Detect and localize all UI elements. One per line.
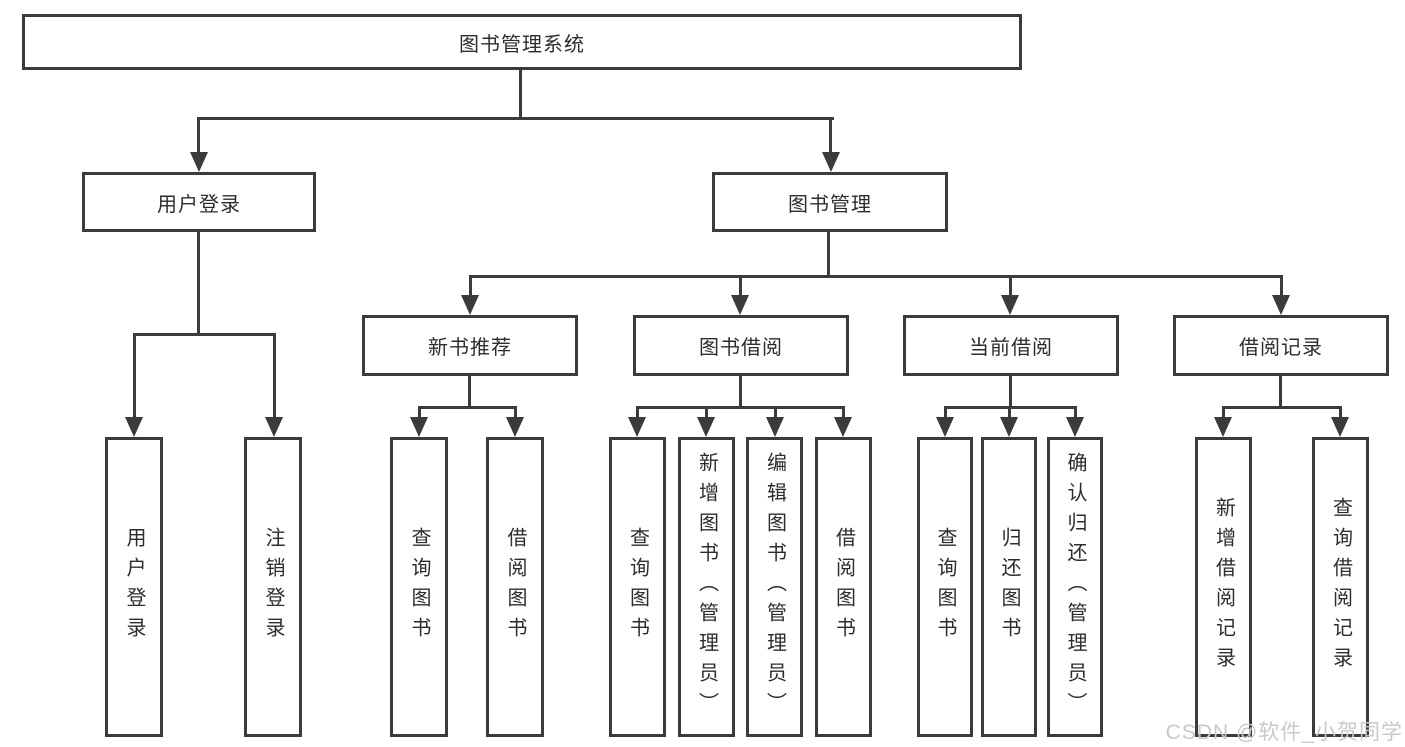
connector-vline xyxy=(1008,406,1011,419)
leaf-label: 新增借阅记录 xyxy=(1212,497,1235,677)
leaf-logout: 注销登录 xyxy=(244,437,302,737)
leaf-records-add-record: 新增借阅记录 xyxy=(1195,437,1252,737)
leaf-borrow-add-books-admin: 新增图书（管理员） xyxy=(678,437,735,737)
connector-hline xyxy=(1222,406,1342,409)
arrowhead-down-icon xyxy=(1272,295,1290,315)
leaf-label: 查询图书 xyxy=(626,527,649,647)
leaf-label: 注销登录 xyxy=(262,527,284,647)
connector-vline xyxy=(1009,376,1012,409)
leaf-user-login: 用户登录 xyxy=(105,437,163,737)
connector-vline xyxy=(842,406,845,419)
arrowhead-down-icon xyxy=(1066,417,1084,437)
leaf-label: 归还图书 xyxy=(998,527,1020,647)
leaf-label: 借阅图书 xyxy=(504,527,526,647)
node-label: 当前借阅 xyxy=(969,337,1053,359)
node-user-login: 用户登录 xyxy=(82,172,316,232)
node-label: 新书推荐 xyxy=(428,337,512,359)
node-library-system: 图书管理系统 xyxy=(22,14,1022,70)
connector-vline xyxy=(133,333,136,419)
connector-hline xyxy=(469,275,1283,278)
leaf-label: 查询借阅记录 xyxy=(1329,497,1352,677)
leaf-current-return-books: 归还图书 xyxy=(981,437,1037,737)
csdn-watermark: CSDN @软件_小贺同学 xyxy=(1165,721,1403,744)
connector-vline xyxy=(1280,275,1283,297)
leaf-label: 借阅图书 xyxy=(832,527,855,647)
connector-vline xyxy=(739,275,742,297)
node-new-book-recommend: 新书推荐 xyxy=(362,315,578,376)
node-label: 图书借阅 xyxy=(699,337,783,359)
node-label: 用户登录 xyxy=(157,193,241,216)
connector-hline xyxy=(636,406,845,409)
arrowhead-down-icon xyxy=(822,152,840,172)
arrowhead-down-icon xyxy=(731,295,749,315)
connector-vline xyxy=(418,406,421,419)
arrowhead-down-icon xyxy=(506,417,524,437)
leaf-recommend-borrow-books: 借阅图书 xyxy=(486,437,544,737)
arrowhead-down-icon xyxy=(410,417,428,437)
connector-vline xyxy=(1279,376,1282,409)
leaf-label: 确认归还（管理员） xyxy=(1064,452,1086,722)
arrowhead-down-icon xyxy=(936,417,954,437)
arrowhead-down-icon xyxy=(265,417,283,437)
connector-vline xyxy=(827,232,830,278)
leaf-recommend-query-books: 查询图书 xyxy=(390,437,448,737)
connector-vline xyxy=(705,406,708,419)
connector-vline xyxy=(1009,275,1012,297)
connector-vline xyxy=(1222,406,1225,419)
connector-vline xyxy=(519,70,522,118)
connector-hline xyxy=(197,117,834,120)
connector-vline xyxy=(636,406,639,419)
connector-vline xyxy=(514,406,517,419)
arrowhead-down-icon xyxy=(697,417,715,437)
leaf-label: 用户登录 xyxy=(123,527,145,647)
arrowhead-down-icon xyxy=(766,417,784,437)
connector-vline xyxy=(944,406,947,419)
arrowhead-down-icon xyxy=(834,417,852,437)
leaf-label: 查询图书 xyxy=(934,527,956,647)
node-book-borrow: 图书借阅 xyxy=(633,315,849,376)
leaf-borrow-edit-books-admin: 编辑图书（管理员） xyxy=(746,437,803,737)
arrowhead-down-icon xyxy=(1331,417,1349,437)
connector-vline xyxy=(197,117,200,155)
node-current-borrow: 当前借阅 xyxy=(903,315,1119,376)
arrowhead-down-icon xyxy=(190,152,208,172)
connector-vline xyxy=(469,275,472,297)
arrowhead-down-icon xyxy=(1214,417,1232,437)
node-label: 借阅记录 xyxy=(1239,337,1323,359)
connector-vline xyxy=(829,117,832,155)
leaf-borrow-query-books: 查询图书 xyxy=(609,437,666,737)
arrowhead-down-icon xyxy=(1000,417,1018,437)
connector-vline xyxy=(739,376,742,409)
leaf-borrow-borrow-books: 借阅图书 xyxy=(815,437,872,737)
leaf-label: 新增图书（管理员） xyxy=(695,452,718,722)
connector-vline xyxy=(197,232,200,336)
connector-hline xyxy=(418,406,517,409)
leaf-label: 查询图书 xyxy=(408,527,430,647)
connector-vline xyxy=(1339,406,1342,419)
node-label: 图书管理 xyxy=(788,193,872,216)
connector-vline xyxy=(774,406,777,419)
connector-vline xyxy=(273,333,276,419)
arrowhead-down-icon xyxy=(628,417,646,437)
leaf-current-query-books: 查询图书 xyxy=(917,437,973,737)
arrowhead-down-icon xyxy=(125,417,143,437)
node-label: 图书管理系统 xyxy=(459,33,585,56)
connector-vline xyxy=(468,376,471,409)
leaf-label: 编辑图书（管理员） xyxy=(763,452,786,722)
arrowhead-down-icon xyxy=(461,295,479,315)
node-borrow-records: 借阅记录 xyxy=(1173,315,1389,376)
node-book-management: 图书管理 xyxy=(712,172,948,232)
connector-hline xyxy=(133,333,276,336)
leaf-current-confirm-return-admin: 确认归还（管理员） xyxy=(1047,437,1103,737)
leaf-records-query-record: 查询借阅记录 xyxy=(1312,437,1369,737)
arrowhead-down-icon xyxy=(1001,295,1019,315)
connector-vline xyxy=(1074,406,1077,419)
